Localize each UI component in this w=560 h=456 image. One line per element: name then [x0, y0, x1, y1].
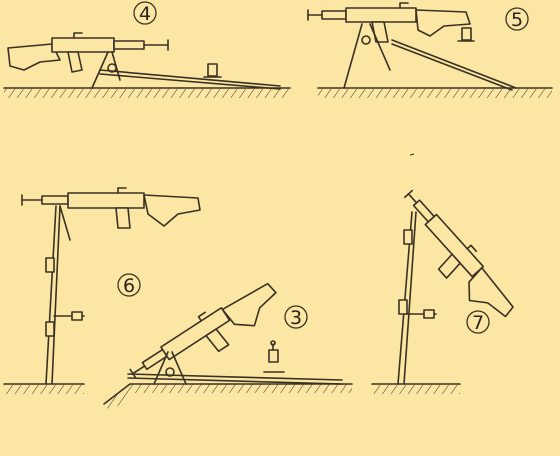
- ground-3: [103, 383, 353, 412]
- svg-text:3: 3: [290, 307, 302, 329]
- label-5: 5: [505, 7, 529, 31]
- label-6: 6: [117, 273, 141, 297]
- figure-7: 7: [371, 153, 514, 394]
- svg-text:5: 5: [511, 9, 523, 31]
- ground-6: [3, 383, 85, 394]
- label-4: 4: [133, 1, 157, 25]
- svg-text:6: 6: [123, 275, 135, 297]
- svg-text:7: 7: [472, 312, 484, 334]
- svg-text:4: 4: [139, 3, 151, 25]
- gun-5: [307, 2, 517, 91]
- figure-5: 5: [307, 2, 553, 98]
- ground-4: [3, 87, 291, 98]
- gun-6: [21, 187, 201, 385]
- gun-3: [127, 282, 343, 385]
- figure-4: 4: [3, 1, 291, 98]
- figure-3: 3: [103, 282, 353, 412]
- label-7: 7: [466, 310, 490, 334]
- figure-6: 6: [3, 187, 201, 394]
- gun-7: [397, 153, 514, 385]
- ground-5: [317, 87, 553, 98]
- ground-7: [371, 383, 461, 394]
- gun-4: [7, 32, 281, 90]
- label-3: 3: [284, 305, 308, 329]
